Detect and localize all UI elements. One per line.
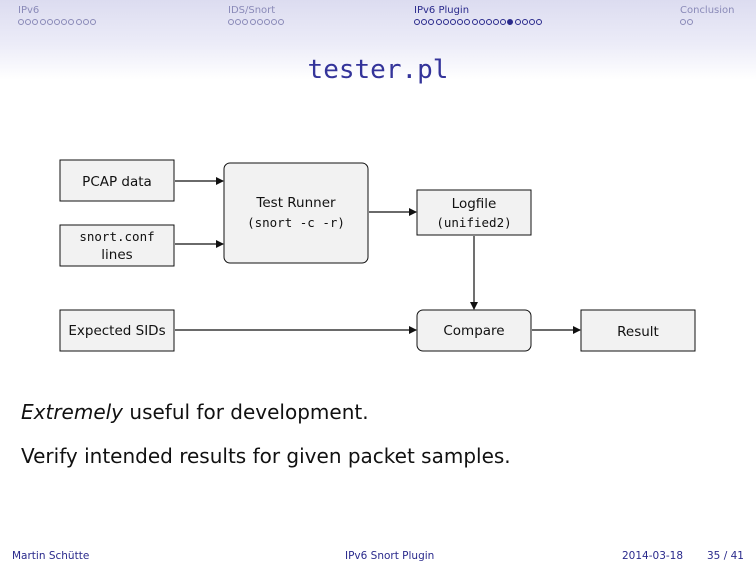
footer-page-number: 35 / 41 [707,550,744,562]
nav-dot[interactable] [471,19,478,25]
nav-section-label: IPv6 [18,5,40,16]
node-pcap-data: PCAP data [59,159,175,202]
node-result-label: Result [617,324,659,340]
nav-dot[interactable] [32,19,39,25]
nav-dot-current[interactable] [507,19,514,25]
node-expected-sids-label: Expected SIDs [68,323,165,339]
nav-section-label: Conclusion [680,5,735,16]
nav-dot[interactable] [25,19,32,25]
nav-dot[interactable] [687,19,694,25]
nav-dot[interactable] [500,19,507,25]
node-compare-label: Compare [443,323,504,339]
node-logfile-format: (unified2) [436,215,511,230]
nav-dot[interactable] [421,19,428,25]
emphasis-text: Extremely [21,400,124,424]
nav-dot[interactable] [278,19,285,25]
node-compare: Compare [416,309,532,352]
nav-dot[interactable] [414,19,420,25]
footer-date: 2014-03-18 [622,550,684,562]
nav-dot[interactable] [61,19,68,25]
nav-dot[interactable] [442,19,449,25]
nav-dot[interactable] [263,19,270,25]
nav-dot[interactable] [249,19,256,25]
footer-author: Martin Schütte [12,550,90,562]
node-result: Result [580,309,696,352]
nav-dot[interactable] [680,19,686,25]
nav-dot[interactable] [521,19,528,25]
node-test-runner: Test Runner (snort -c -r) [223,162,369,264]
nav-dots [18,19,96,25]
body-line-2: Verify intended results for given packet… [21,444,511,468]
nav-dot[interactable] [457,19,464,25]
nav-section-label: IPv6 Plugin [414,5,470,16]
footer-title: IPv6 Snort Plugin [345,550,435,562]
nav-dot[interactable] [68,19,75,25]
nav-dot[interactable] [478,19,485,25]
nav-dot[interactable] [485,19,492,25]
nav-dot[interactable] [449,19,456,25]
node-test-runner-command: (snort -c -r) [247,215,345,230]
nav-dot[interactable] [529,19,535,25]
node-logfile: Logfile (unified2) [416,189,532,236]
nav-dot[interactable] [46,19,53,25]
nav-dot[interactable] [428,19,435,25]
node-test-runner-title: Test Runner [255,195,336,211]
nav-section-ipv6-plugin[interactable]: IPv6 Plugin [414,5,543,25]
nav-dots [680,19,735,25]
node-expected-sids: Expected SIDs [59,309,175,352]
nav-dot[interactable] [39,19,46,25]
nav-dot[interactable] [514,19,521,25]
nav-section-ipv6[interactable]: IPv6 [18,5,96,25]
node-snort-conf-code: snort.conf [79,229,154,244]
node-snort-conf: snort.conf lines [59,224,175,267]
navigation-bar: IPv6 IDS/Snort IPv6 Plugin Conclusion [0,0,756,80]
nav-dot[interactable] [435,19,442,25]
body-line-1-rest: useful for development. [123,400,369,424]
nav-dot[interactable] [75,19,82,25]
node-pcap-label: PCAP data [82,174,152,190]
slide-title: tester.pl [307,55,449,85]
nav-dot[interactable] [18,19,24,25]
nav-section-label: IDS/Snort [228,5,276,16]
body-line-1: Extremely useful for development. [21,400,369,424]
nav-section-ids-snort[interactable]: IDS/Snort [228,5,285,25]
nav-dot[interactable] [493,19,500,25]
nav-dot[interactable] [271,19,278,25]
nav-dot[interactable] [536,19,543,25]
nav-dot[interactable] [256,19,263,25]
nav-dot[interactable] [235,19,242,25]
node-snort-conf-label: lines [101,247,132,263]
nav-dots [228,19,285,25]
nav-dot[interactable] [464,19,471,25]
nav-dot[interactable] [53,19,60,25]
nav-dot[interactable] [242,19,249,25]
nav-dot[interactable] [89,19,96,25]
nav-dot[interactable] [82,19,89,25]
node-logfile-title: Logfile [452,196,497,212]
nav-dot[interactable] [228,19,234,25]
nav-dots [414,19,543,25]
nav-section-conclusion[interactable]: Conclusion [680,5,735,25]
